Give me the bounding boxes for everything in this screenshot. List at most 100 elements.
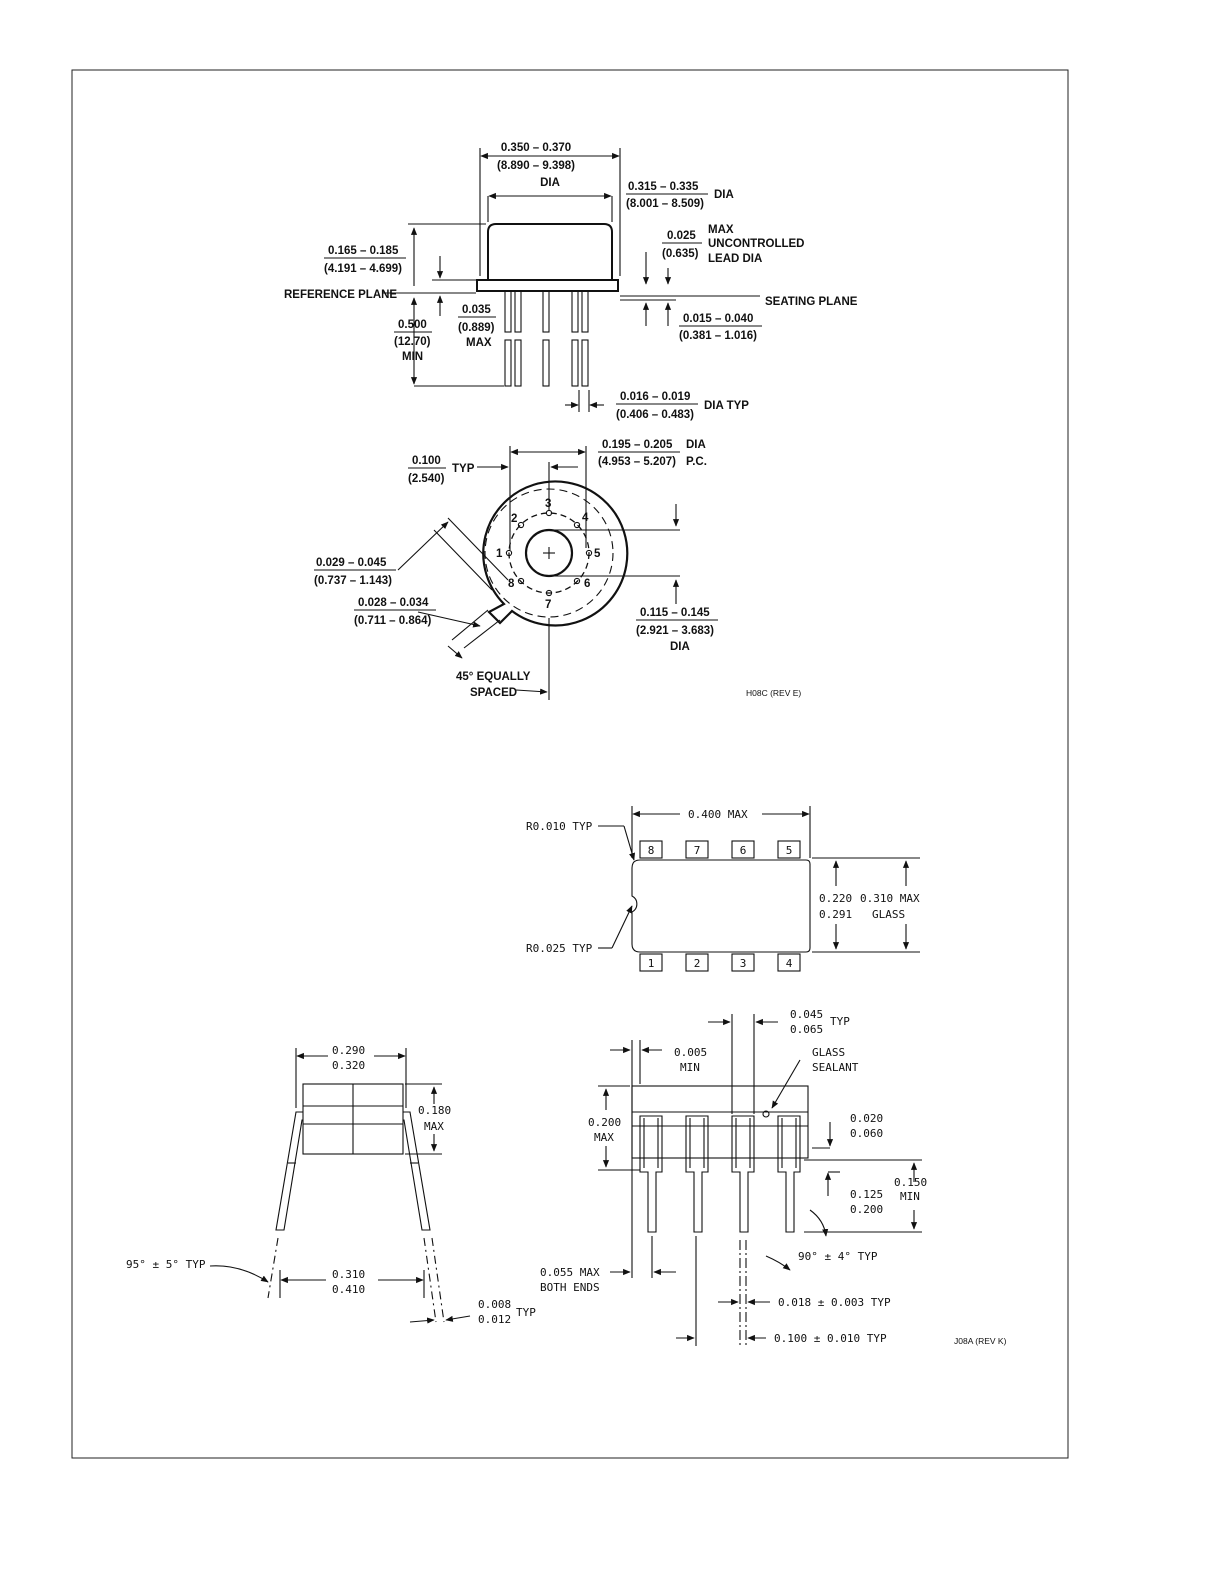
label-angle-2: SPACED — [470, 687, 517, 699]
label-end-h-1: 0.180 — [418, 1104, 451, 1117]
label-glass-seal-2: SEALANT — [812, 1061, 859, 1074]
label-lead-dia-3: DIA TYP — [704, 400, 749, 412]
label-pc-2: (4.953 – 5.207) — [598, 456, 676, 468]
label-ends-1: 0.055 MAX — [540, 1266, 600, 1279]
label-seat-1: 0.015 – 0.040 — [683, 313, 753, 325]
label-span-2: 0.410 — [332, 1283, 365, 1296]
can-outline — [482, 480, 629, 627]
j08a-top-view — [598, 806, 920, 972]
label-glass-1: 0.310 MAX — [860, 892, 920, 905]
label-center-2: (2.921 – 3.683) — [636, 625, 714, 637]
pin-4 — [777, 953, 801, 972]
j08a-side-leads — [639, 1115, 801, 1233]
label-top-dia-2: (8.890 – 9.398) — [497, 160, 575, 172]
label-seat-1: 0.125 — [850, 1188, 883, 1201]
h08c-bottom-labels: 0.100 (2.540) TYP 0.195 – 0.205 (4.953 –… — [314, 439, 801, 699]
pin-8 — [639, 840, 663, 859]
label-seat-2: 0.200 — [850, 1203, 883, 1216]
label-lead-w: 0.018 ± 0.003 TYP — [778, 1296, 891, 1309]
label-pc-3: DIA — [686, 439, 706, 451]
pin-circle — [508, 512, 590, 594]
pin-label-3: 3 — [545, 498, 551, 510]
label-tab-w-1: 0.029 – 0.045 — [316, 557, 387, 569]
label-body-dia-1: 0.315 – 0.335 — [628, 181, 699, 193]
label-lead-dia-2: (0.406 – 0.483) — [616, 409, 694, 421]
pin-num-6: 6 — [740, 844, 747, 857]
label-tab-w-2: (0.737 – 1.143) — [314, 575, 392, 587]
label-pitch: 0.100 ± 0.010 TYP — [774, 1332, 887, 1345]
label-pitch-2: (2.540) — [408, 473, 445, 485]
label-shoulder-2: 0.065 — [790, 1023, 823, 1036]
can-body — [487, 223, 613, 281]
label-seating-plane: SEATING PLANE — [765, 296, 858, 308]
h08c-bottom-view — [397, 446, 680, 700]
label-rev-h08c: H08C (REV E) — [746, 688, 801, 698]
pin-num-8: 8 — [648, 844, 655, 857]
pin-5 — [777, 840, 801, 859]
label-end-w-2: 0.320 — [332, 1059, 365, 1072]
label-side-h-1: 0.200 — [588, 1116, 621, 1129]
label-top-dia-1: 0.350 – 0.370 — [501, 142, 571, 154]
pin-num-2: 2 — [694, 957, 701, 970]
label-lead-len-1: 0.500 — [398, 319, 427, 331]
pin-label-5: 5 — [594, 548, 601, 560]
label-pitch-1: 0.100 — [412, 455, 441, 467]
label-thick-2: 0.012 — [478, 1313, 511, 1326]
label-center-3: DIA — [670, 641, 690, 653]
label-glass-seal-1: GLASS — [812, 1046, 845, 1059]
pin-label-1: 1 — [496, 548, 503, 560]
pin-label-7: 7 — [545, 599, 551, 611]
label-body-w-1: 0.220 — [819, 892, 852, 905]
pin-6 — [731, 840, 755, 859]
label-lid-1: 0.020 — [850, 1112, 883, 1125]
label-flange-2: (0.889) — [458, 322, 495, 334]
pin-label-4: 4 — [582, 512, 589, 524]
j08a-end-view — [209, 1048, 471, 1324]
j08a-side-view — [598, 1014, 922, 1346]
label-end-w-1: 0.290 — [332, 1044, 365, 1057]
label-reference-plane: REFERENCE PLANE — [284, 289, 397, 301]
label-height-1: 0.165 – 0.185 — [328, 245, 399, 257]
pin-num-3: 3 — [740, 957, 747, 970]
label-body-dia-2: (8.001 – 8.509) — [626, 198, 704, 210]
dip-body — [631, 859, 811, 953]
pin-num-1: 1 — [648, 957, 655, 970]
label-body-dia-3: DIA — [714, 189, 734, 201]
label-flange-3: MAX — [466, 337, 492, 349]
label-ends-2: BOTH ENDS — [540, 1281, 600, 1294]
pin-num-5: 5 — [786, 844, 793, 857]
label-gap-1: 0.005 — [674, 1046, 707, 1059]
label-bend: 90° ± 4° TYP — [798, 1250, 878, 1263]
pin-label-8: 8 — [508, 578, 515, 590]
label-end-h-2: MAX — [424, 1120, 444, 1133]
label-lead-dia-1: 0.016 – 0.019 — [620, 391, 690, 403]
label-pc-1: 0.195 – 0.205 — [602, 439, 673, 451]
pin-3 — [731, 953, 755, 972]
label-thick-3: TYP — [516, 1306, 536, 1319]
label-seat-2: (0.381 – 1.016) — [679, 330, 757, 342]
j08a-top-labels: 0.400 MAX R0.010 TYP R0.025 TYP 8 7 6 5 … — [526, 808, 920, 970]
label-pitch-3: TYP — [452, 463, 475, 475]
j08a-side-labels: 0.045 0.065 TYP 0.005 MIN GLASS SEALANT … — [540, 1008, 1007, 1346]
label-tab-l-1: 0.028 – 0.034 — [358, 597, 429, 609]
label-lead-l-2: MIN — [900, 1190, 920, 1203]
label-glass-2: GLASS — [872, 908, 905, 921]
pin-num-7: 7 — [694, 844, 701, 857]
pin-num-4: 4 — [786, 957, 793, 970]
label-lid-2: 0.060 — [850, 1127, 883, 1140]
label-rev-j08a: J08A (REV K) — [954, 1336, 1007, 1346]
pin-2 — [685, 953, 709, 972]
label-r-top: R0.010 TYP — [526, 820, 593, 833]
label-width-max: 0.400 MAX — [688, 808, 748, 821]
label-height-2: (4.191 – 4.699) — [324, 263, 402, 275]
label-gap-2: MIN — [680, 1061, 700, 1074]
label-lead-max-2: (0.635) — [662, 248, 699, 260]
label-r-notch: R0.025 TYP — [526, 942, 593, 955]
label-pc-4: P.C. — [686, 456, 707, 468]
label-side-h-2: MAX — [594, 1131, 614, 1144]
page-border — [71, 69, 1069, 1459]
label-flange-1: 0.035 — [462, 304, 491, 316]
h08c-leads — [504, 290, 589, 387]
label-shoulder-3: TYP — [830, 1015, 850, 1028]
